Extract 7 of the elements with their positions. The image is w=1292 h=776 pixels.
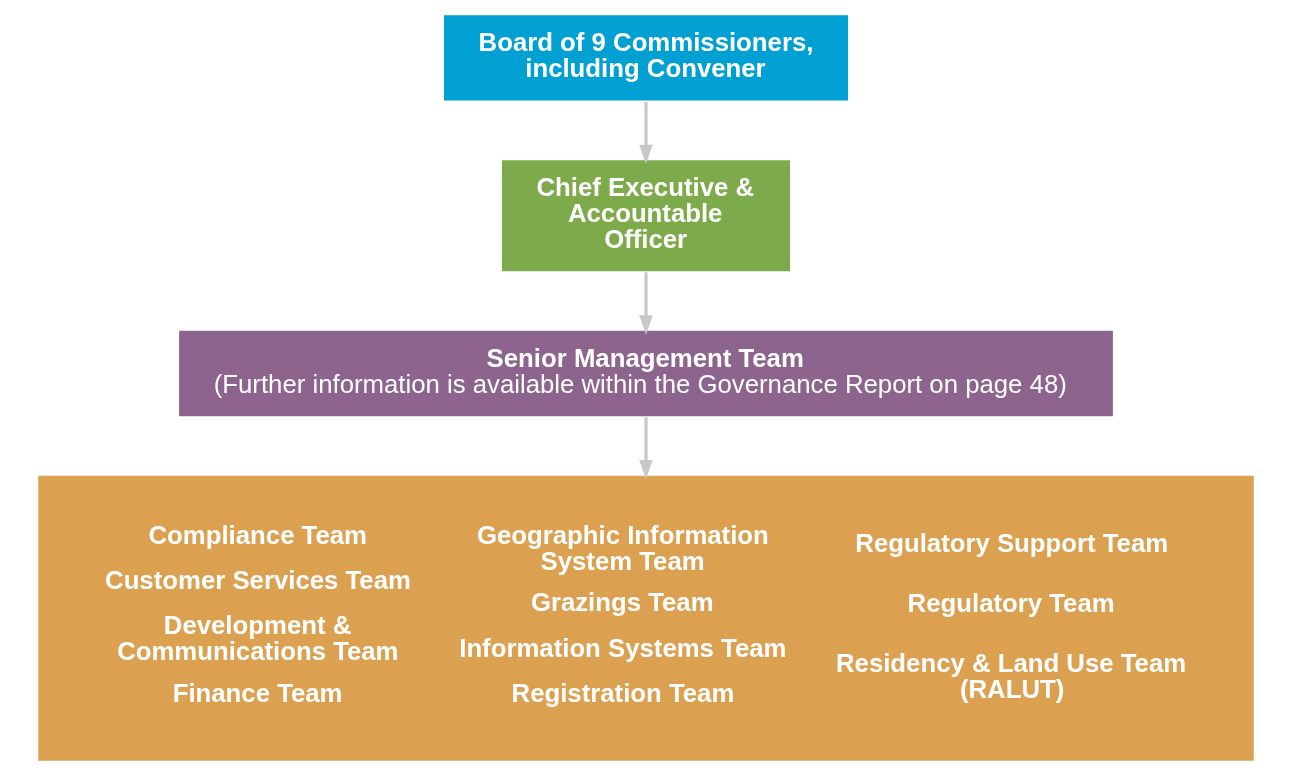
node-box: Compliance Team Customer Services Team Development & Communications Team Finance Team Geographic Information System Team Grazings Team Information Systems Team Registration Team Regulatory Support Team Regulatory Team Residency & Land Use Team (RALUT) xyxy=(36,474,1256,763)
arrow xyxy=(639,272,653,335)
node-box: Board of 9 Commissioners, including Convener xyxy=(442,13,850,103)
node-box: Chief Executive & Accountable Officer xyxy=(500,158,792,273)
arrow xyxy=(639,101,653,165)
node-box: Senior Management Team (Further information is available within the Governance Report on page 48) xyxy=(177,329,1115,418)
arrow xyxy=(639,417,653,480)
